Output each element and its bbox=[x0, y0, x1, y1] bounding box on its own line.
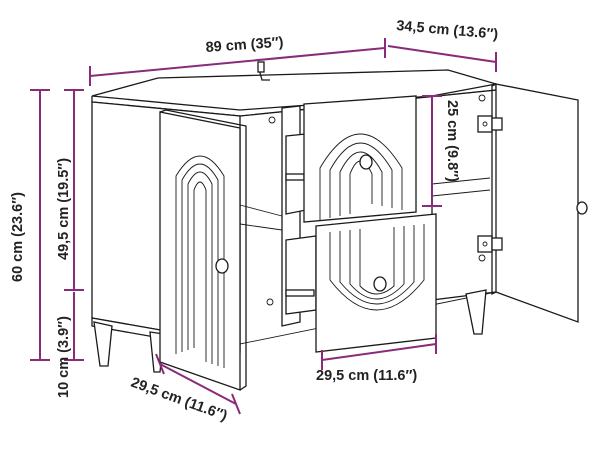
right-door-knob bbox=[576, 201, 588, 215]
leg-height-dimension-line bbox=[64, 292, 84, 361]
width-label: 89 cm (35″) bbox=[205, 35, 284, 56]
body-height-dimension-line bbox=[64, 89, 84, 291]
top-drawer-knob bbox=[359, 154, 373, 170]
depth-label: 34,5 cm (13.6″) bbox=[396, 18, 499, 43]
width-dimension-line bbox=[89, 38, 386, 86]
drawer-width-label: 29,5 cm (11.6″) bbox=[316, 368, 417, 384]
door-width-dimension-line bbox=[155, 353, 241, 415]
left-door-knob bbox=[215, 258, 229, 274]
total-height-dimension-line bbox=[30, 89, 50, 361]
door-width-label: 29,5 cm (11.6″) bbox=[129, 375, 230, 425]
left-door-arch-pattern bbox=[175, 155, 225, 368]
drawer-height-dimension-line bbox=[422, 95, 442, 207]
left-door bbox=[159, 109, 247, 391]
bottom-drawer-knob bbox=[373, 276, 387, 292]
top-drawer bbox=[285, 95, 417, 223]
drawer-height-label: 25 cm (9.8″) bbox=[444, 100, 460, 182]
total-height-label: 60 cm (23.6″) bbox=[10, 192, 26, 282]
leg-height-label: 10 cm (3.9″) bbox=[56, 316, 72, 398]
body-height-label: 49,5 cm (19.5″) bbox=[56, 158, 72, 260]
bottom-drawer bbox=[285, 213, 437, 353]
right-door-hinges bbox=[477, 115, 503, 253]
depth-dimension-line bbox=[387, 45, 497, 72]
bottom-drawer-arch-pattern bbox=[329, 224, 425, 311]
dimension-lines bbox=[30, 38, 497, 415]
right-door bbox=[477, 83, 588, 323]
drawer-width-dimension-line bbox=[321, 334, 437, 370]
